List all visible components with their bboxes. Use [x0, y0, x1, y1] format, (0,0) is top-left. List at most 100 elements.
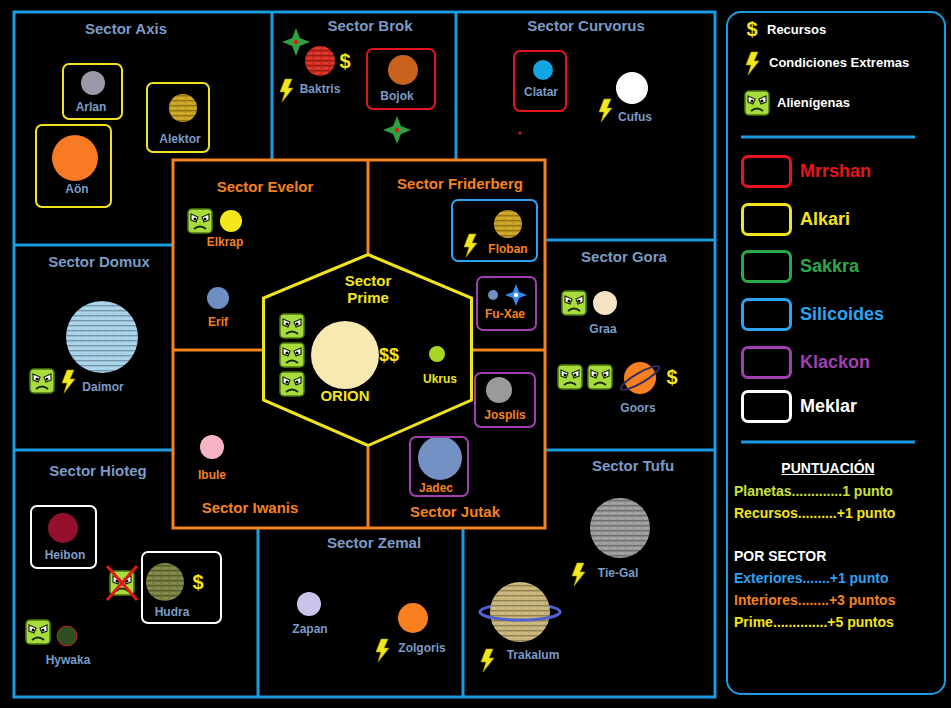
alien-icon: [26, 620, 50, 644]
alien-pupil: [296, 323, 299, 326]
score-line: Planetas.............1 punto: [734, 483, 893, 499]
planet: Ibule: [195, 434, 231, 484]
race-box: Fu-Xae: [476, 276, 537, 331]
alien-face: [280, 314, 304, 338]
sector-region: Sector EvelorElkrapErif: [173, 160, 368, 350]
alien-pupil: [46, 378, 49, 381]
planet-name: Clatar: [524, 86, 558, 100]
alien-pupil: [32, 629, 35, 632]
alien-pupil: [286, 381, 289, 384]
alien-mouth: [564, 383, 576, 386]
alien-pupil: [296, 381, 299, 384]
alien-icon: [280, 343, 304, 367]
score-line: Interiores........+3 puntos: [734, 592, 895, 608]
planet-name: Fu-Xae: [485, 308, 525, 322]
alien-pupil: [286, 323, 289, 326]
alien-icon: [280, 372, 304, 396]
score-title: PUNTUACIÓN: [781, 460, 874, 476]
sector-region: Sector IwanisIbule: [173, 350, 368, 528]
sector-region: Sector TufuTie-GalTrakalum: [463, 450, 715, 697]
legend-divider: [741, 136, 915, 139]
planet-name: Zapan: [292, 623, 327, 637]
alien-icon: [188, 209, 212, 233]
alien-mouth: [286, 361, 298, 364]
planet-disc: [146, 563, 184, 601]
planet: Daimor: [62, 300, 142, 396]
sector-heading: Sector Tufu: [592, 457, 674, 474]
sector-region: Sector CurvorusClatar Cufus: [456, 12, 715, 240]
sector-heading: Sector Zemal: [327, 534, 421, 551]
legend-text: Alienígenas: [777, 96, 850, 111]
planet-disc: [388, 55, 418, 85]
planet-name: Tie-Gal: [598, 567, 638, 581]
star: [282, 28, 310, 56]
alien-icon: [30, 369, 54, 393]
planet-name: Aön: [65, 183, 88, 197]
sector-grid: [14, 12, 715, 697]
planet-name: Arlan: [76, 101, 107, 115]
alien-pupil: [761, 100, 764, 103]
alien-pupil: [286, 352, 289, 355]
alien-icon: [107, 566, 137, 600]
alien-icon: [588, 365, 612, 389]
sector-heading: Sector Friderberg: [397, 175, 523, 192]
race-box: Aön: [35, 124, 112, 208]
alien-pupil: [578, 300, 581, 303]
alien-pupil: [568, 300, 571, 303]
score-line: Exteriores.......+1 punto: [734, 570, 888, 586]
alien-eyes: [748, 96, 766, 104]
alien-eyes: [191, 214, 209, 222]
planet-name: Alektor: [159, 133, 200, 147]
legend-swatch: [741, 346, 792, 379]
planet-disc: [57, 626, 77, 646]
planet-texture: [590, 498, 650, 558]
alien-mouth: [568, 309, 580, 312]
planet: Tie-Gal: [588, 496, 652, 582]
alien-icon: [280, 314, 304, 338]
resource-mark: $: [339, 50, 350, 73]
planet: Cufus: [610, 70, 660, 126]
alien-pupil: [564, 374, 567, 377]
alien-mouth: [36, 387, 48, 390]
resource-mark: $$: [379, 345, 399, 366]
extreme-conditions-icon: [376, 639, 389, 662]
planet-disc: [490, 582, 550, 642]
race-box: Josplis: [474, 372, 536, 428]
alien-eyes: [591, 370, 609, 378]
planet-ring: [480, 612, 560, 620]
planet: Ukrus: [419, 344, 461, 388]
race-box: Alektor: [146, 82, 210, 153]
resource-mark: $: [746, 18, 757, 41]
alien-face: [588, 365, 612, 389]
alien-pupil: [42, 629, 45, 632]
score-line: Prime..............+5 puntos: [734, 614, 894, 630]
planet-name: Baktris: [300, 83, 341, 97]
planet-disc: [486, 377, 512, 403]
planet-disc: [207, 287, 229, 309]
alien-face: [558, 365, 582, 389]
legend-panel: [727, 12, 945, 694]
sector-heading: Sector Curvorus: [527, 17, 645, 34]
planet-name: ORION: [320, 387, 369, 404]
alien-mouth: [751, 109, 763, 112]
planet-texture: [169, 94, 197, 122]
legend-swatch: [741, 155, 792, 188]
planet-disc: [488, 290, 498, 300]
sector-region: Sector ZemalZapanZolgoris: [258, 528, 463, 697]
legend-text: Sakkra: [800, 256, 859, 277]
resource-mark: $: [192, 571, 203, 594]
star-core: [294, 40, 298, 44]
planet-name: Elkrap: [207, 236, 244, 250]
planet: Erif: [200, 285, 236, 331]
sector-region: Sector BrokBaktrisBojok: [272, 12, 456, 160]
planet-disc: [593, 291, 617, 315]
planet-name: Hudra: [155, 606, 190, 620]
sector-heading: Sector Axis: [85, 20, 167, 37]
alien-mouth: [32, 638, 44, 641]
sector-region: Sector AxisArlanAlektorAön: [14, 12, 272, 245]
sector-heading: Sector Gora: [581, 248, 667, 265]
planet: Zapan: [289, 590, 332, 638]
score-line: POR SECTOR: [734, 548, 826, 564]
legend-text: Condiciones Extremas: [769, 56, 909, 71]
